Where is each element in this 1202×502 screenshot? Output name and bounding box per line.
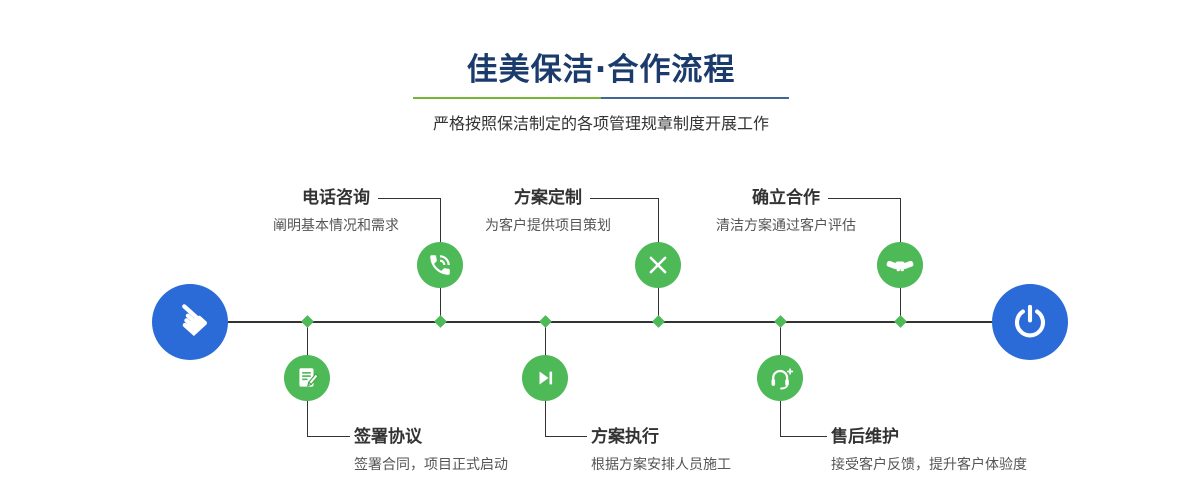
step-title: 方案定制 xyxy=(514,188,582,208)
timeline-node-diamond xyxy=(651,315,665,328)
contract-icon xyxy=(299,368,319,387)
step-circle-cooperation xyxy=(877,242,923,288)
step-label-execute: 方案执行 根据方案安排人员施工 xyxy=(591,427,791,474)
step-desc: 根据方案安排人员施工 xyxy=(591,457,731,473)
phone-icon xyxy=(430,255,450,275)
step-circle-consult xyxy=(417,242,463,288)
step-desc: 签署合同，项目正式启动 xyxy=(354,457,508,473)
step-circle-design xyxy=(635,242,681,288)
page-title: 佳美保洁·合作流程 xyxy=(466,52,736,88)
step-circle-contract xyxy=(284,355,330,401)
handshake-icon xyxy=(886,260,914,272)
step-title: 电话咨询 xyxy=(302,188,370,208)
timeline-node-diamond xyxy=(538,315,552,328)
connector-line xyxy=(545,436,587,437)
connector-line xyxy=(378,198,440,199)
timeline-node-diamond xyxy=(893,315,907,328)
step-desc: 接受客户反馈，提升客户体验度 xyxy=(831,457,1027,473)
play-next-icon xyxy=(539,371,553,385)
headset-icon xyxy=(771,367,793,389)
step-circle-aftersale xyxy=(757,355,803,401)
timeline-node-diamond xyxy=(433,315,447,328)
step-desc: 清洁方案通过客户评估 xyxy=(716,218,856,234)
power-icon xyxy=(1015,304,1045,338)
timeline-node-diamond xyxy=(773,315,787,328)
pointer-hand-icon: ☚ xyxy=(159,288,221,350)
step-label-cooperation: 确立合作 清洁方案通过客户评估 xyxy=(705,188,867,235)
step-circle-execute xyxy=(522,355,568,401)
step-desc: 阐明基本情况和需求 xyxy=(273,218,399,234)
step-title: 售后维护 xyxy=(831,427,899,447)
divider-green-segment xyxy=(413,97,601,99)
start-node: ☚ xyxy=(152,284,228,360)
connector-line xyxy=(780,436,827,437)
step-title: 确立合作 xyxy=(752,188,820,208)
divider-blue-segment xyxy=(601,97,789,99)
timeline-node-diamond xyxy=(300,315,314,328)
connector-line xyxy=(590,198,658,199)
step-desc: 为客户提供项目策划 xyxy=(485,218,611,234)
design-tools-icon xyxy=(649,256,667,274)
step-label-contract: 签署协议 签署合同，项目正式启动 xyxy=(354,427,554,474)
step-label-consult: 电话咨询 阐明基本情况和需求 xyxy=(255,188,417,235)
page-subtitle: 严格按照保洁制定的各项管理规章制度开展工作 xyxy=(432,114,769,133)
connector-line xyxy=(828,198,900,199)
timeline-line xyxy=(190,321,1030,323)
connector-line xyxy=(307,436,350,437)
step-label-aftersale: 售后维护 接受客户反馈，提升客户体验度 xyxy=(831,427,1061,474)
title-divider xyxy=(413,97,789,99)
step-title: 签署协议 xyxy=(354,427,422,447)
step-label-design: 方案定制 为客户提供项目策划 xyxy=(467,188,629,235)
step-title: 方案执行 xyxy=(591,427,659,447)
end-node xyxy=(992,284,1068,360)
